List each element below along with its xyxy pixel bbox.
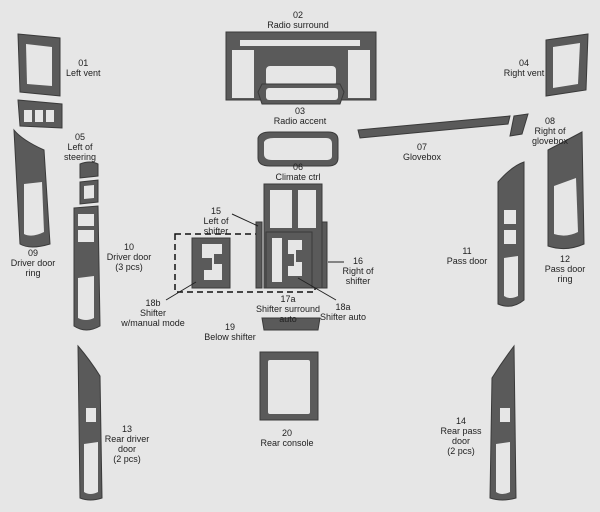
part-03-radio-accent-shape [257,83,345,105]
label-10: 10 Driver door (3 pcs) [104,242,154,272]
part-name: Shifter auto [319,312,367,322]
part-06-climate-ctrl-shape [257,131,339,167]
label-02: 02 Radio surround [258,10,338,30]
part-name: Below shifter [204,332,256,342]
shifter-dashed-box [174,233,316,293]
part-number: 18b [145,298,161,308]
part-12-pass-door-ring-shape [547,131,585,250]
part-name: Right of [342,266,374,276]
part-02-radio-surround-shape [225,31,377,101]
part-name: Rear pass [440,426,482,436]
label-03: 03 Radio accent [268,106,332,126]
part-11-pass-door-shape [497,161,525,307]
part-19-below-shifter-shape [261,317,321,331]
label-15: 15 Left of shifter [200,206,232,236]
label-17a: 17a Shifter surround auto [252,294,324,324]
part-number: 08 [544,116,555,126]
part-number: 20 [281,428,292,438]
label-19: 19 Below shifter [202,322,258,342]
part-number: 09 [27,248,38,258]
part-name: Driver door [106,252,152,262]
part-07-glovebox-shape [357,115,511,139]
label-09: 09 Driver door ring [8,248,58,278]
part-13-rear-driver-door-shape [77,344,103,501]
part-name: door [117,444,136,454]
label-16: 16 Right of shifter [336,256,380,286]
part-01-left-vent-shape [17,33,61,97]
label-05: 05 Left of steering [62,132,98,162]
part-name: Glovebox [402,152,442,162]
part-name: Pass door [544,264,586,274]
label-06: 06 Climate ctrl [270,162,326,182]
part-number: 14 [455,416,466,426]
part-number: 18a [335,302,351,312]
label-18a: 18a Shifter auto [318,302,368,322]
leader-lines [165,213,344,301]
label-18b: 18b Shifter w/manual mode [118,298,188,328]
part-name: Left of [203,216,229,226]
part-name: Shifter [139,308,166,318]
part-number: 06 [292,162,303,172]
part-name: steering [63,152,97,162]
part-name: Shifter surround [255,304,321,314]
label-14: 14 Rear pass door (2 pcs) [436,416,486,456]
part-number: 02 [292,10,303,20]
part-number: 17a [280,294,296,304]
part-number: 01 [78,58,89,68]
part-name: (3 pcs) [115,262,143,272]
part-09-driver-door-ring-shape [13,128,51,248]
part-name: glovebox [531,136,569,146]
part-20-rear-console-shape [259,351,319,421]
part-name: Left vent [66,68,101,78]
part-name: (2 pcs) [447,446,475,456]
part-10-driver-door-shape [73,161,101,331]
part-04-right-vent-shape [545,33,589,97]
part-number: 19 [224,322,235,332]
label-08: 08 Right of glovebox [528,116,572,146]
part-15-left-of-shifter-shape [255,221,263,289]
part-number: 12 [559,254,570,264]
part-18b-shifter-manual-shape [191,237,231,289]
part-name: Rear driver [104,434,150,444]
part-name: w/manual mode [121,318,185,328]
label-07: 07 Glovebox [400,142,444,162]
part-05-left-of-steering-shape [17,99,63,129]
label-20: 20 Rear console [256,428,318,448]
part-name: Driver door [10,258,56,268]
part-14-rear-pass-door-shape [489,344,517,501]
part-name: Pass door [446,256,488,266]
part-17a-18a-shifter-auto-shape [265,231,313,289]
label-12: 12 Pass door ring [540,254,590,284]
part-name: (2 pcs) [113,454,141,464]
part-name: shifter [203,226,229,236]
part-name: door [451,436,470,446]
part-name: Left of [67,142,93,152]
part-name: Radio accent [273,116,327,126]
part-number: 10 [123,242,134,252]
part-name: auto [279,314,297,324]
label-01: 01 Left vent [66,58,101,78]
part-08-right-of-glovebox-shape [509,113,529,137]
part-number: 16 [352,256,363,266]
part-number: 07 [416,142,427,152]
part-16-right-of-shifter-shape [321,221,328,289]
part-name: ring [557,274,573,284]
part-name: Radio surround [267,20,329,30]
part-name: Climate ctrl [275,172,321,182]
label-11: 11 Pass door [444,246,490,266]
part-name: Right of [534,126,566,136]
part-number: 11 [462,246,472,256]
label-13: 13 Rear driver door (2 pcs) [102,424,152,464]
part-number: 15 [210,206,221,216]
part-number: 03 [294,106,305,116]
part-number: 05 [74,132,85,142]
label-04: 04 Right vent [502,58,546,78]
part-name: ring [25,268,41,278]
part-name: Rear console [260,438,314,448]
part-name: shifter [345,276,371,286]
part-number: 04 [518,58,529,68]
part-number: 13 [121,424,132,434]
part-name: Right vent [503,68,545,78]
